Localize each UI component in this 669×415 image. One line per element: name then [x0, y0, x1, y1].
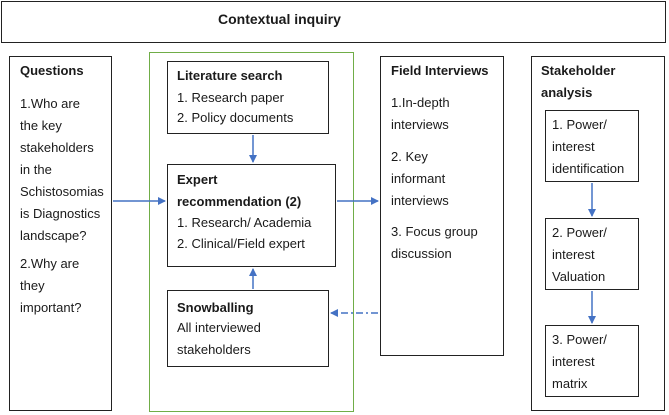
- question-2: 2.Why are they important?: [20, 256, 82, 315]
- field-item-2: 2. Key informant interviews: [391, 149, 449, 208]
- literature-search-box: Literature search 1. Research paper 2. P…: [167, 61, 329, 134]
- field-item-1: 1.In-depth interviews: [391, 95, 450, 132]
- literature-item-2: 2. Policy documents: [177, 110, 294, 125]
- stakeholder-step-2: 2. Power/ interest Valuation: [545, 218, 639, 290]
- literature-search-title: Literature search: [177, 68, 283, 83]
- stakeholder-step-3-label: 3. Power/ interest matrix: [552, 332, 607, 391]
- literature-item-1: 1. Research paper: [177, 90, 284, 105]
- questions-title: Questions: [20, 63, 84, 78]
- stakeholder-step-1: 1. Power/ interest identification: [545, 110, 639, 182]
- snowballing-title: Snowballing: [177, 300, 254, 315]
- stakeholder-step-2-label: 2. Power/ interest Valuation: [552, 225, 607, 284]
- snowballing-body: All interviewed stakeholders: [177, 320, 261, 357]
- questions-box: Questions 1.Who are the key stakeholders…: [9, 56, 112, 411]
- stakeholder-step-3: 3. Power/ interest matrix: [545, 325, 639, 397]
- expert-recommendation-box: Expert recommendation (2) 1. Research/ A…: [167, 164, 336, 267]
- page-title: Contextual inquiry: [218, 11, 341, 27]
- question-1: 1.Who are the key stakeholders in the Sc…: [20, 96, 104, 243]
- snowballing-box: Snowballing All interviewed stakeholders: [167, 290, 329, 367]
- expert-item-2: 2. Clinical/Field expert: [177, 236, 305, 251]
- header-box: Contextual inquiry: [1, 1, 666, 43]
- stakeholder-step-1-label: 1. Power/ interest identification: [552, 117, 625, 176]
- expert-item-1: 1. Research/ Academia: [177, 215, 312, 230]
- field-item-3: 3. Focus group discussion: [391, 224, 478, 261]
- stakeholder-analysis-title: Stakeholder analysis: [541, 63, 616, 100]
- expert-recommendation-title: Expert recommendation (2): [177, 172, 302, 209]
- field-interviews-title: Field Interviews: [391, 63, 489, 78]
- field-interviews-box: Field Interviews 1.In-depth interviews 2…: [380, 56, 504, 356]
